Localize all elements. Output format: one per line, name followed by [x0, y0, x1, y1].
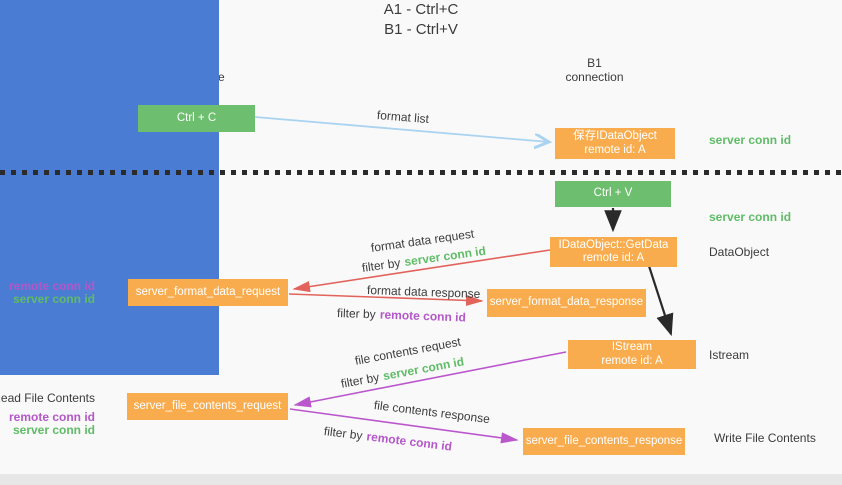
- annotation-left-server-conn-id-top: server conn id: [12, 292, 95, 306]
- node-getdata-line2: remote id: A: [582, 252, 645, 264]
- node-istream-line2: remote id: A: [601, 354, 663, 367]
- lane-b1-title: B1: [587, 56, 602, 70]
- node-istream: IStream remote id: A: [568, 340, 696, 369]
- title-line-2: B1 - Ctrl+V: [384, 21, 458, 38]
- node-save-line1: 保存IDataObject: [573, 130, 657, 142]
- edge-label-format-list: format list: [376, 108, 430, 127]
- annotation-server-conn-id-mid: server conn id: [709, 210, 792, 224]
- annotation-remote-conn-id-top: remote conn id: [8, 279, 95, 293]
- node-ctrl-c-label: Ctrl + C: [176, 111, 217, 124]
- node-ctrl-v-label: Ctrl + V: [593, 187, 633, 200]
- annotation-dataobject: DataObject: [709, 245, 770, 259]
- filter-by-text-3: filter by: [339, 370, 381, 391]
- node-file-req-label: server_file_contents_request: [133, 399, 282, 412]
- annotation-read-file-contents: Read File Contents: [0, 391, 95, 405]
- annotation-istream: Istream: [709, 348, 750, 362]
- node-istream-line1: IStream: [611, 341, 653, 353]
- edge-label-format-data-response: format data response: [366, 283, 481, 301]
- lane-b1-subtitle: connection: [565, 70, 624, 84]
- filter-by-text-1: filter by: [361, 255, 402, 275]
- node-server-file-contents-request: server_file_contents_request: [127, 393, 288, 420]
- filter-by-text-2: filter by: [336, 306, 376, 322]
- diagram-title: A1 - Ctrl+C B1 - Ctrl+V: [0, 0, 842, 40]
- filter-by-text-4: filter by: [323, 424, 364, 443]
- node-ctrl-v: Ctrl + V: [555, 181, 671, 207]
- bottom-bar: [0, 474, 842, 485]
- annotation-write-file-contents: Write File Contents: [714, 431, 816, 445]
- annotation-server-conn-id-top: server conn id: [709, 133, 792, 147]
- node-file-resp-label: server_file_contents_response: [525, 434, 683, 447]
- lane-b1-connection: [0, 0, 219, 375]
- title-line-1: A1 - Ctrl+C: [383, 1, 459, 18]
- node-format-req-label: server_format_data_request: [135, 285, 281, 298]
- dotted-divider: [0, 170, 842, 175]
- edge-label-file-contents-response: file contents response: [373, 398, 491, 427]
- node-server-format-data-request: server_format_data_request: [128, 279, 288, 306]
- arrow-getdata-to-istream: [647, 265, 674, 337]
- node-save-line2: remote id: A: [584, 143, 646, 156]
- node-server-format-data-response: server_format_data_response: [487, 289, 646, 317]
- node-format-resp-label: server_format_data_response: [489, 296, 644, 309]
- node-ctrl-c: Ctrl + C: [138, 105, 255, 132]
- node-getdata-line1: IDataObject::GetData: [558, 238, 669, 251]
- filter-remote-conn-id-1: remote conn id: [379, 307, 467, 325]
- lane-header-b1: B1 connection: [485, 56, 704, 84]
- annotation-left-server-conn-id-bottom: server conn id: [12, 423, 95, 437]
- node-save-idataobject: 保存IDataObject remote id: A: [555, 128, 675, 159]
- node-idataobject-getdata: IDataObject::GetData remote id: A: [550, 237, 677, 267]
- node-server-file-contents-response: server_file_contents_response: [523, 428, 685, 455]
- annotation-remote-conn-id-bottom: remote conn id: [8, 410, 95, 424]
- filter-remote-conn-id-2: remote conn id: [365, 429, 453, 454]
